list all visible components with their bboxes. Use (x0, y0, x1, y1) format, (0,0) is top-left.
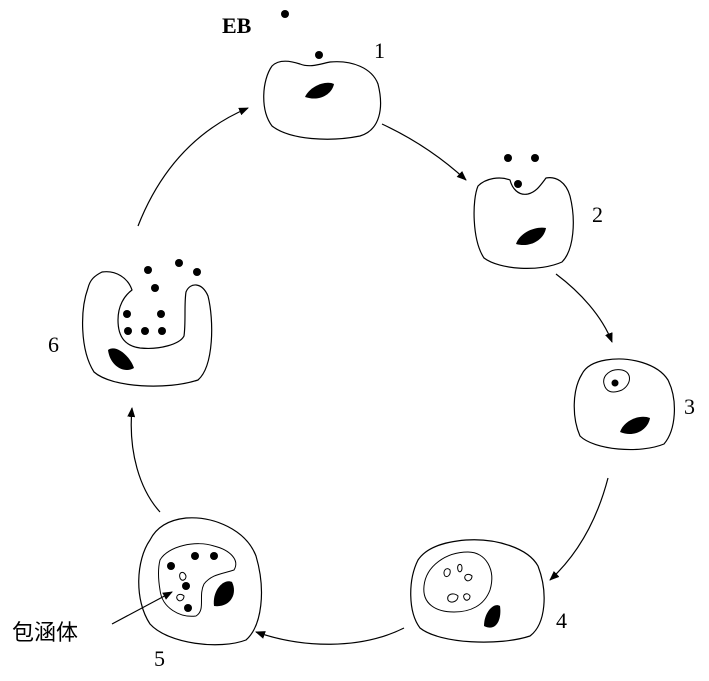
stage-2-nucleus (516, 227, 546, 246)
eb-particle (281, 10, 289, 18)
stage-6-cell (82, 259, 213, 387)
stage-6-label: 6 (48, 332, 59, 357)
stage-4-label: 4 (556, 608, 567, 633)
stage-3-nucleus (620, 416, 650, 435)
inclusion-body-label: 包涵体 (12, 621, 78, 646)
stage-3-cell (573, 358, 675, 451)
arrow-2-to-3 (555, 273, 613, 343)
stage-1-cell (263, 51, 382, 140)
arrow-1-to-2 (381, 123, 467, 181)
arrow-3-to-4 (549, 477, 609, 581)
stage-5-label: 5 (154, 646, 165, 671)
stage-4-nucleus (484, 605, 501, 628)
arrow-4-to-5 (255, 627, 405, 645)
stage-6-nucleus (108, 348, 134, 370)
stage-1-eb (315, 51, 323, 59)
stage-4-cell (410, 539, 545, 643)
stage-5-nucleus (213, 581, 234, 607)
stage-3-vacuole (603, 369, 630, 393)
stage-5-cell (138, 517, 263, 646)
inclusion-body-pointer (111, 591, 173, 625)
stage-3-label: 3 (684, 394, 695, 419)
stage-3-eb-in-vacuole (611, 379, 619, 387)
stage-2-cell (473, 154, 574, 269)
eb-label: EB (222, 13, 252, 38)
arrow-6-to-1 (137, 107, 249, 227)
stage-1-label: 1 (374, 38, 385, 63)
stage-1-nucleus (305, 82, 334, 99)
stage-5-inclusion (158, 543, 237, 617)
stage-2-eb-b (531, 154, 539, 162)
stage-2-eb-entering (514, 180, 522, 188)
stage-2-eb-a (504, 154, 512, 162)
stage-2-label: 2 (592, 202, 603, 227)
arrow-5-to-6 (127, 407, 161, 513)
stage-4-inclusion (423, 551, 493, 613)
